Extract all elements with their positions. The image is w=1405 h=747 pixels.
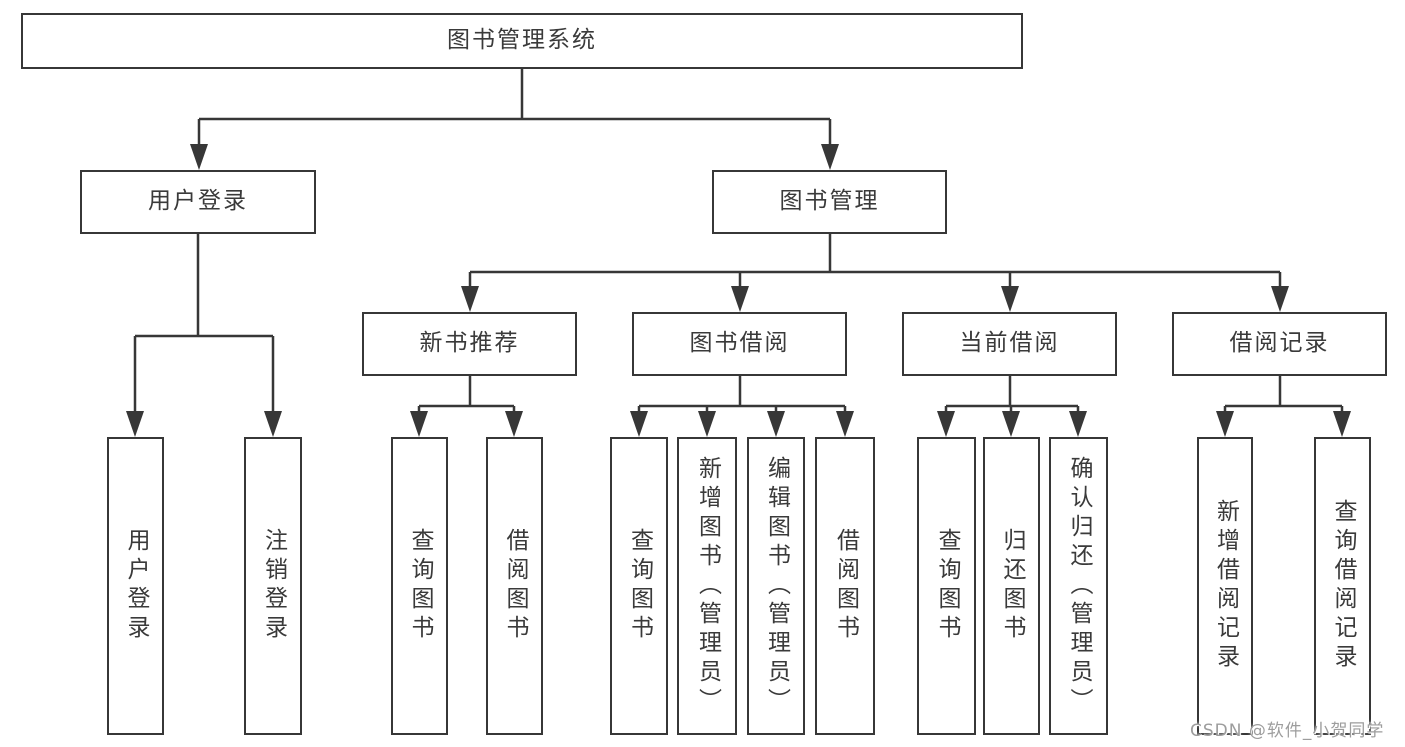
arrowhead-icon [190,144,208,170]
connector-new-book-recommend-to-leaves [417,376,516,418]
node-label: 图书管理系统 [447,27,597,54]
node-label: 查询借阅记录 [1330,499,1356,673]
arrowhead-icon [630,411,648,437]
node-borrowing-records: 借阅记录 [1172,312,1387,376]
node-book-management: 图书管理 [712,170,947,234]
leaf-add-borrow-record: 新增借阅记录 [1197,437,1253,735]
arrowhead-icon [1002,411,1020,437]
node-label: 新书推荐 [419,330,520,357]
arrowhead-icon [821,144,839,170]
arrowhead-icon [461,286,479,312]
arrowhead-icon [505,411,523,437]
node-label: 查询图书 [407,528,433,644]
arrowhead-icon [767,411,785,437]
node-label: 新增借阅记录 [1212,499,1239,673]
node-label: 借阅图书 [832,528,859,644]
node-label: 图书借阅 [689,330,790,357]
arrowhead-icon [1001,286,1019,312]
leaf-add-books-admin: 新增图书（管理员） [677,437,737,735]
node-user-login: 用户登录 [80,170,316,234]
csdn-watermark: CSDN @软件_小贺同学 [1190,721,1385,741]
leaf-query-borrow-record: 查询借阅记录 [1314,437,1371,735]
node-label: 借阅图书 [502,528,528,644]
node-label: 归还图书 [999,528,1025,644]
connector-user-login-to-leaves [133,234,275,418]
node-label: 查询图书 [934,528,960,644]
leaf-confirm-return-admin: 确认归还（管理员） [1049,437,1108,735]
connector-book-borrowing-to-leaves [637,376,847,418]
node-label: 图书管理 [779,188,880,215]
arrowhead-icon [1216,411,1234,437]
arrowhead-icon [126,411,144,437]
node-label: 当前借阅 [959,330,1060,357]
node-label: 借阅记录 [1229,330,1330,357]
arrowhead-icon [836,411,854,437]
node-label: 注销登录 [260,528,287,644]
leaf-query-books-recommend: 查询图书 [391,437,448,735]
leaf-edit-books-admin: 编辑图书（管理员） [747,437,805,735]
leaf-return-books: 归还图书 [983,437,1040,735]
arrowhead-icon [937,411,955,437]
node-label: 查询图书 [626,528,653,644]
leaf-query-books-current: 查询图书 [917,437,976,735]
node-label: 新增图书（管理员） [694,455,721,717]
leaf-borrow-books-recommend: 借阅图书 [486,437,543,735]
arrowhead-icon [264,411,282,437]
arrowhead-icon [698,411,716,437]
node-label: 用户登录 [123,528,149,644]
leaf-borrow-books-borrowing: 借阅图书 [815,437,875,735]
leaf-logout-login: 注销登录 [244,437,302,735]
node-root-library-system: 图书管理系统 [21,13,1023,69]
node-label: 用户登录 [148,188,248,215]
arrowhead-icons [126,144,1351,437]
arrowhead-icon [731,286,749,312]
node-current-borrowing: 当前借阅 [902,312,1117,376]
arrowhead-icon [1069,411,1087,437]
node-label: 编辑图书（管理员） [763,455,790,717]
arrowhead-icon [410,411,428,437]
node-new-book-recommend: 新书推荐 [362,312,577,376]
leaf-user-login: 用户登录 [107,437,164,735]
connector-book-management-to-level3 [468,234,1282,293]
node-label: 确认归还（管理员） [1066,455,1092,717]
node-book-borrowing: 图书借阅 [632,312,847,376]
connector-root-to-level2 [197,69,832,151]
connector-borrowing-records-to-leaves [1223,376,1344,418]
arrowhead-icon [1333,411,1351,437]
leaf-query-books-borrowing: 查询图书 [610,437,668,735]
arrowhead-icon [1271,286,1289,312]
